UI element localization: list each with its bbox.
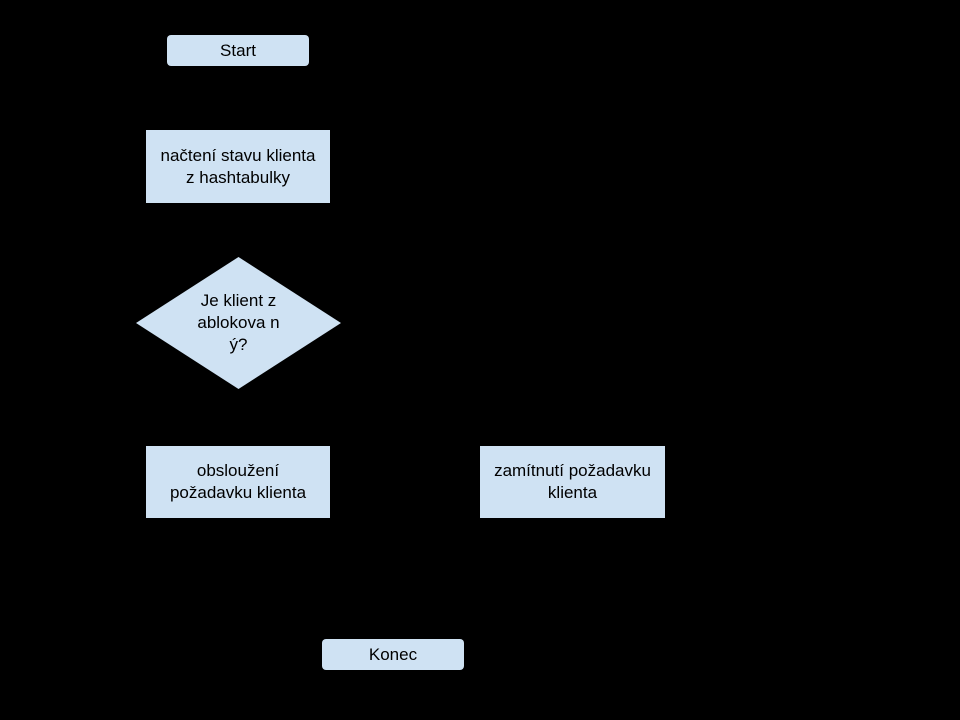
decision-blocked-label: Je klient zablokova ný?: [197, 291, 280, 354]
serve-request-label: obsloužení požadavku klienta: [169, 461, 307, 502]
serve-request-node: obsloužení požadavku klienta: [146, 446, 330, 518]
start-label: Start: [220, 40, 256, 60]
connector-decision-reject: [342, 322, 573, 446]
load-client-state-label: načtení stavu klienta z hashtabulky: [160, 145, 316, 187]
connector-serve-end: [237, 518, 394, 639]
decision-blocked-node: Je klient zablokova ný?: [135, 256, 342, 390]
reject-request-label: zamítnutí požadavku klienta: [494, 461, 651, 502]
load-client-state-node: načtení stavu klienta z hashtabulky: [146, 130, 330, 203]
start-node: Start: [167, 35, 309, 66]
connector-reject-end: [393, 518, 573, 591]
reject-request-node: zamítnutí požadavku klienta: [480, 446, 665, 518]
end-label: Konec: [368, 644, 418, 664]
decision-diamond-shape: [136, 257, 341, 389]
end-node: Konec: [322, 639, 464, 670]
